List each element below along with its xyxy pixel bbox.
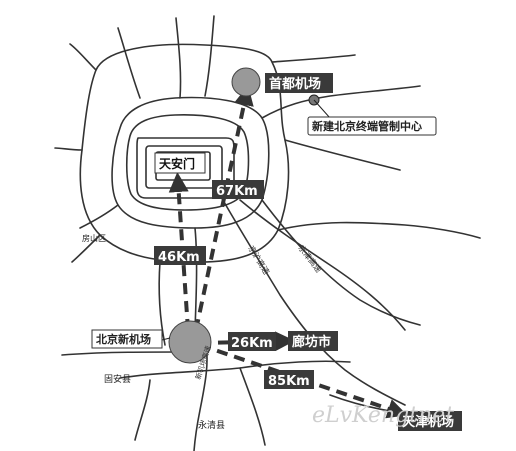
fangshan-label: 房山区 — [82, 233, 106, 243]
tiananmen-label-box — [154, 152, 206, 174]
terminal-center-label-box — [307, 116, 437, 136]
langfang-label: 廊坊市 — [292, 334, 331, 350]
road-west-2 — [71, 234, 101, 263]
road-north-west — [69, 43, 97, 71]
new-airport-label-box — [91, 329, 163, 349]
new-airport-dot — [168, 320, 212, 364]
yongqing-label: 永清县 — [198, 419, 225, 431]
road-west-3 — [79, 204, 119, 229]
terminal-center-label: 新建北京终端管制中心 — [312, 119, 422, 133]
dashed-routes — [168, 85, 408, 419]
new-airport-label: 北京新机场 — [96, 332, 151, 346]
jingjin-expressway — [239, 199, 406, 331]
road-northeast — [271, 54, 356, 63]
road-east-2 — [284, 139, 401, 171]
road-west-1 — [54, 147, 83, 151]
road-north-3 — [204, 15, 215, 97]
dist-capital-label: 67Km — [216, 184, 258, 199]
langfang-box — [288, 331, 338, 351]
road-north-1 — [117, 27, 141, 99]
dist-langfang-label: 26Km — [231, 336, 273, 351]
jinghu-road-label: 京沪高速 — [246, 244, 271, 276]
dist-tiananmen-label: 46Km — [158, 250, 200, 265]
road-south-horizontal — [119, 360, 351, 379]
dist-tianjin-label: 85Km — [268, 374, 310, 389]
terminal-center-leader — [313, 99, 331, 119]
capital-airport-dot — [231, 67, 261, 97]
road-gu-an-horizontal — [61, 351, 179, 356]
dist-capital-box — [212, 180, 264, 199]
watermark: eLvKengtnet — [312, 403, 454, 428]
new-airport-expressway — [193, 339, 208, 451]
jinghu-expressway — [219, 194, 406, 406]
route-to-capital-airport — [194, 85, 254, 331]
road-yongqing — [239, 367, 266, 446]
tiananmen-label: 天安门 — [159, 156, 195, 171]
road-langfang — [261, 199, 421, 326]
road-south-1 — [158, 261, 166, 346]
tianjin-airport-label: 天津机场 — [402, 414, 454, 430]
road-southwest — [134, 379, 151, 441]
capital-airport-label: 首都机场 — [269, 76, 321, 92]
road-east-3 — [277, 221, 481, 239]
dist-tiananmen-box — [154, 246, 206, 265]
tianjin-airport-box — [398, 411, 462, 431]
capital-airport-label-box — [265, 73, 333, 93]
gu-an-label: 固安县 — [104, 373, 131, 385]
new-airport-leader — [161, 337, 171, 341]
dist-langfang-box — [228, 332, 276, 351]
road-north-2 — [175, 17, 182, 99]
road-south-2 — [194, 227, 198, 331]
dist-tianjin-box — [264, 370, 314, 389]
road-east-capital — [261, 85, 421, 119]
